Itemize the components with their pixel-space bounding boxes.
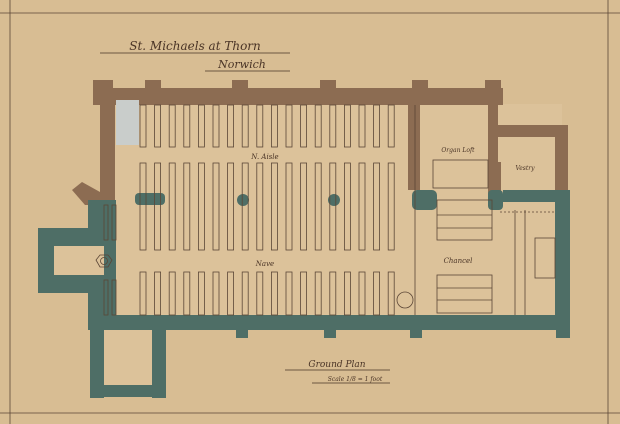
pew (343, 104, 351, 148)
pew (154, 104, 162, 148)
pillar (237, 194, 249, 206)
pew (373, 162, 381, 251)
pew (387, 271, 395, 316)
pew (183, 162, 191, 251)
pew (139, 162, 147, 251)
blocked-doorway (116, 100, 139, 145)
pew (329, 104, 337, 148)
pew (343, 162, 351, 251)
west-tower-space (54, 246, 104, 275)
room-label-north-aisle: N. Aisle (250, 153, 278, 161)
pew (241, 271, 249, 316)
pew (103, 279, 109, 316)
pew (285, 271, 293, 316)
pew (241, 104, 249, 148)
room-label-chancel: Chancel (444, 257, 473, 265)
pew (168, 104, 176, 148)
pew (300, 271, 308, 316)
pew (358, 104, 366, 148)
chancel-fittings (396, 105, 556, 315)
floor-area (112, 104, 562, 318)
pew (197, 162, 205, 251)
old-walls (72, 80, 568, 205)
pew (270, 162, 278, 251)
caption-title: Ground Plan (308, 360, 365, 370)
pew (241, 162, 249, 251)
pew (139, 104, 147, 148)
pew (358, 271, 366, 316)
pew (373, 104, 381, 148)
caption-scale: Scale 1/8 = 1 foot (328, 376, 383, 383)
pew (227, 271, 235, 316)
pew (329, 271, 337, 316)
pew (168, 162, 176, 251)
pew (154, 162, 162, 251)
pew (197, 104, 205, 148)
pew (183, 271, 191, 316)
pillar (328, 194, 340, 206)
pew (314, 271, 322, 316)
font (95, 254, 113, 268)
pew (343, 271, 351, 316)
pew (358, 162, 366, 251)
pew (227, 162, 235, 251)
room-label-organ-loft: Organ Loft (441, 147, 475, 154)
title-line-2: Norwich (217, 58, 266, 71)
pew (256, 104, 264, 148)
pew (285, 104, 293, 148)
title-line-1: St. Michaels at Thorn (129, 39, 261, 53)
pew (387, 162, 395, 251)
pew (212, 104, 220, 148)
room-label-vestry: Vestry (515, 165, 535, 172)
pew (256, 271, 264, 316)
pew (197, 271, 205, 316)
pew (111, 204, 117, 241)
pew (314, 162, 322, 251)
pew (183, 104, 191, 148)
pew (139, 271, 147, 316)
room-label-nave: Nave (255, 260, 274, 268)
pew (373, 271, 381, 316)
pew (256, 162, 264, 251)
pew (329, 162, 337, 251)
pew (300, 104, 308, 148)
new-walls (38, 190, 570, 398)
pew (103, 204, 109, 241)
pew (387, 104, 395, 148)
pews (103, 104, 395, 316)
pew (111, 279, 117, 316)
pew (314, 104, 322, 148)
pew (212, 271, 220, 316)
south-porch (104, 330, 152, 385)
pew (270, 271, 278, 316)
pew (300, 162, 308, 251)
pew (154, 271, 162, 316)
pew (168, 271, 176, 316)
pew (270, 104, 278, 148)
drawing-title: St. Michaels at Thorn Norwich (100, 39, 290, 72)
plan-caption: Ground Plan Scale 1/8 = 1 foot (285, 360, 390, 384)
pew (227, 104, 235, 148)
pew (212, 162, 220, 251)
pew (285, 162, 293, 251)
